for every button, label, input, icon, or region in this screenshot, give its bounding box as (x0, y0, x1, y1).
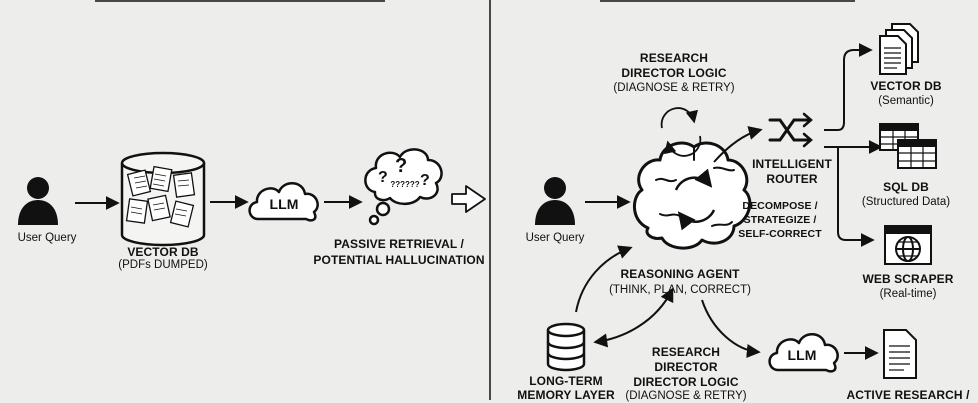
arrow-agent-to-router (713, 126, 763, 163)
user-icon-right (535, 177, 575, 225)
llm-cloud-left (248, 182, 319, 222)
llm-cloud-right (768, 333, 839, 373)
vector-db-title-right: VECTOR DB (870, 79, 942, 93)
director-loop-top (660, 107, 702, 157)
memory-line2: MEMORY LAYER (517, 388, 615, 402)
sql-tables-icon (879, 123, 937, 169)
router-shuffle-icon (768, 112, 813, 148)
sql-db-sub: (Structured Data) (861, 196, 951, 208)
sql-db-title: SQL DB (883, 180, 929, 194)
director-top-line2: DIRECTOR LOGIC (621, 66, 727, 80)
router-branch-arrows (824, 43, 883, 247)
arrow-memory-to-agent (575, 245, 633, 313)
reasoning-agent-title: REASONING AGENT (620, 267, 740, 281)
director-bottom-line2: DIRECTOR (654, 360, 718, 374)
llm-label-right: LLM (787, 347, 817, 363)
director-top-line3: (DIAGNOSE & RETRY) (613, 82, 735, 94)
director-top-line1: RESEARCH (639, 51, 709, 65)
web-browser-globe-icon (884, 225, 932, 265)
arrow-agent-to-memory (593, 287, 674, 348)
router-label-line2: ROUTER (766, 172, 818, 186)
director-bottom-line4: (DIAGNOSE & RETRY) (625, 390, 747, 402)
documents-icon (879, 23, 919, 75)
svg-text:?: ? (420, 172, 430, 189)
transition-arrow (451, 185, 486, 213)
passive-retrieval-line2: POTENTIAL HALLUCINATION (313, 253, 485, 267)
reasoning-agent-sub: (THINK, PLAN, CORRECT) (609, 284, 751, 296)
vector-db-title-left: VECTOR DB (127, 245, 199, 259)
active-research-line1: ACTIVE RESEARCH / (846, 388, 970, 402)
router-label-line1: INTELLIGENT (752, 157, 832, 171)
brain-cycle-arrows (674, 168, 716, 231)
user-icon-left (18, 177, 58, 225)
svg-text:?: ? (378, 169, 388, 186)
database-stack-icon (546, 322, 586, 372)
director-bottom-line1: RESEARCH (651, 345, 721, 359)
decompose-line3: SELF-CORRECT (738, 228, 822, 240)
passive-retrieval-line1: PASSIVE RETRIEVAL / (334, 237, 464, 251)
web-scraper-title: WEB SCRAPER (862, 272, 954, 286)
svg-text:?: ? (395, 155, 407, 177)
decompose-line1: DECOMPOSE / (742, 200, 818, 212)
web-scraper-sub: (Real-time) (879, 288, 937, 300)
llm-label-left: LLM (269, 196, 299, 212)
vector-db-sub-right: (Semantic) (878, 95, 934, 107)
arrow-agent-to-llm (701, 299, 761, 358)
user-query-label-left: User Query (17, 232, 77, 244)
thought-bubble-icon (364, 148, 443, 226)
document-icon (883, 329, 917, 379)
decompose-line2: STRATEGIZE / (743, 214, 817, 226)
brain-icon (633, 141, 752, 250)
user-query-label-right: User Query (525, 232, 585, 244)
memory-line1: LONG-TERM (529, 374, 603, 388)
question-marks: ? ? ? (378, 155, 430, 189)
confusion-marks: ?????? (390, 180, 420, 189)
vector-db-cylinder-icon (120, 151, 206, 247)
director-bottom-line3: DIRECTOR LOGIC (633, 375, 739, 389)
vector-db-sub-left: (PDFs DUMPED) (118, 259, 208, 271)
